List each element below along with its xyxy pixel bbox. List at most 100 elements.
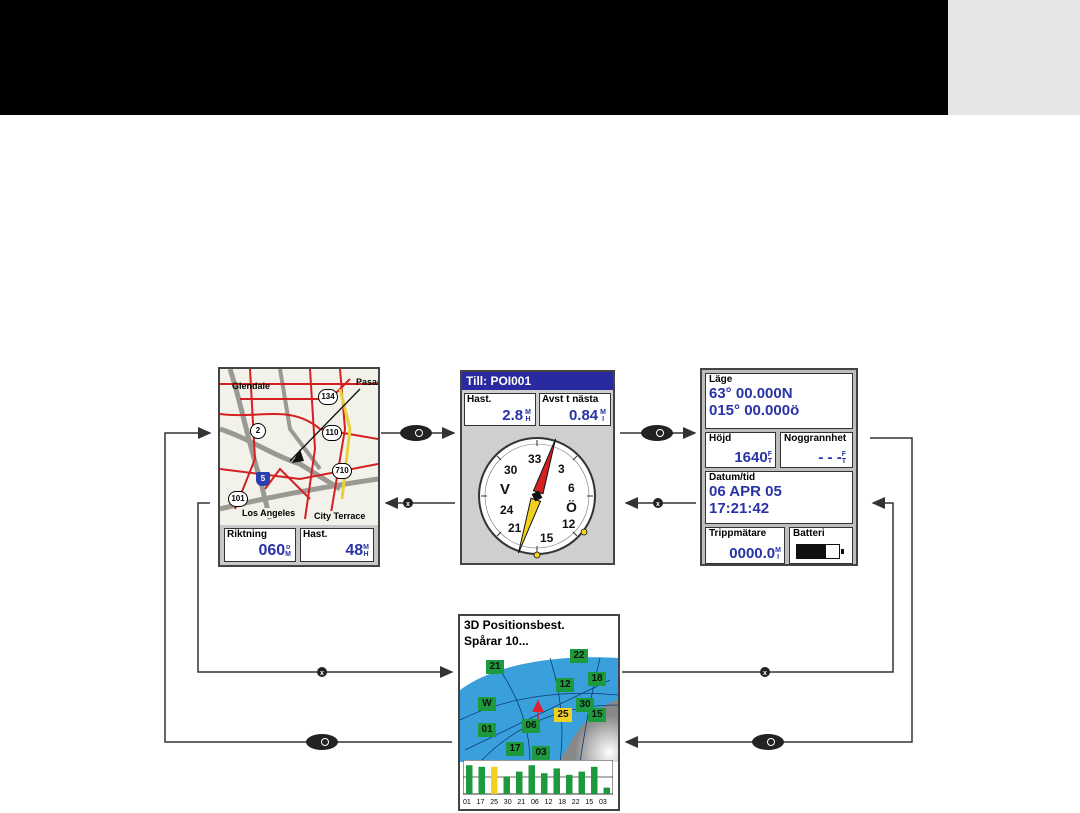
signal-bars — [463, 760, 613, 795]
bezel-marker — [580, 528, 588, 536]
signal-bar — [503, 776, 510, 794]
field-label: Batteri — [793, 528, 825, 539]
dial-label: 12 — [562, 517, 576, 531]
header-tab — [948, 0, 1080, 115]
svg-text:x: x — [406, 501, 410, 508]
field-label: Trippmätare — [709, 528, 767, 539]
signal-bar-label: 18 — [558, 799, 566, 806]
quit-button-icon — [317, 667, 327, 677]
quit-button-icon — [403, 498, 413, 508]
field-label: Höjd — [709, 433, 732, 444]
route-shield-710: 710 — [332, 463, 352, 479]
field-label: Datum/tid — [709, 472, 756, 483]
place-label-city-terrace: City Terrace — [314, 511, 366, 521]
satellite-badge: 15 — [588, 708, 606, 722]
dial-label: 33 — [528, 452, 542, 466]
signal-bar — [578, 771, 585, 794]
route-shield-134: 134 — [318, 389, 338, 405]
quit-button-icon — [760, 667, 770, 677]
bezel-marker — [533, 551, 541, 559]
field-datetime: Datum/tid 06 APR 05 17:21:42 — [705, 471, 853, 524]
field-battery: Batteri — [789, 527, 853, 564]
satellite-badge: 25 — [554, 708, 572, 722]
time-value: 17:21:42 — [709, 500, 770, 517]
signal-bar-label: 21 — [517, 799, 526, 806]
signal-bar — [603, 787, 610, 794]
signal-bar — [591, 766, 598, 794]
signal-bar-label: 22 — [571, 799, 580, 806]
satellite-badge: 18 — [588, 672, 606, 686]
gps-status-line: 3D Positionsbest. — [464, 618, 565, 632]
quit-button-icon — [653, 498, 663, 508]
compass-dial: 33 3 30 6 V Ö 24 12 21 15 — [478, 437, 596, 559]
signal-bar — [478, 766, 485, 794]
field-label: Avst t nästa — [542, 394, 599, 405]
signal-bar — [516, 771, 523, 794]
compass-needle — [517, 438, 557, 554]
date-value: 06 APR 05 — [709, 483, 782, 500]
interstate-shield-5: 5 — [256, 472, 270, 486]
route-shield-110: 110 — [322, 425, 342, 441]
satellite-badge: 22 — [570, 649, 588, 663]
gps-tracking-line: Spårar 10... — [464, 634, 529, 648]
field-label: Riktning — [227, 529, 267, 540]
signal-bar — [566, 774, 573, 794]
longitude-value: 015° 00.000ö — [709, 402, 800, 419]
signal-bar-label: 15 — [585, 799, 594, 806]
signal-bar — [553, 768, 560, 794]
field-label: Hast. — [467, 394, 492, 405]
satellite-badge: 06 — [522, 719, 540, 733]
signal-bar — [466, 765, 473, 794]
field-label: Läge — [709, 374, 733, 385]
field-position: Läge 63° 00.000N 015° 00.000ö — [705, 373, 853, 429]
place-label-los-angeles: Los Angeles — [242, 508, 296, 518]
dial-label: 30 — [504, 463, 518, 477]
svg-text:x: x — [320, 670, 324, 677]
place-label-pasadena: Pasadena — [356, 377, 378, 387]
satellite-badge: 12 — [556, 678, 574, 692]
position-marker-icon — [532, 700, 544, 720]
header-bar — [0, 0, 948, 115]
dial-label: 24 — [500, 503, 514, 517]
signal-bar-label: 01 — [463, 799, 471, 806]
battery-icon — [796, 544, 844, 559]
signal-bar-label: 06 — [531, 799, 539, 806]
dial-label: V — [500, 481, 510, 498]
satellite-badge: W — [478, 697, 496, 711]
satellite-badge: 03 — [532, 746, 550, 760]
field-label: Noggrannhet — [784, 433, 847, 444]
signal-bar — [491, 766, 498, 794]
trip-computer-screen: Läge 63° 00.000N 015° 00.000ö Höjd 1640F… — [700, 368, 858, 566]
satellite-badge: 01 — [478, 723, 496, 737]
battery-level — [797, 545, 827, 558]
svg-text:x: x — [656, 501, 660, 508]
svg-text:x: x — [763, 670, 767, 677]
arrow-satellite-to-trip — [622, 497, 894, 673]
signal-bar-label: 12 — [544, 799, 553, 806]
signal-bar-label: 30 — [503, 799, 512, 806]
signal-bar-label: 17 — [476, 799, 485, 806]
dial-label: 21 — [508, 521, 522, 535]
signal-bar — [528, 765, 535, 794]
dial-label: 15 — [540, 531, 554, 545]
route-shield-2: 2 — [250, 423, 266, 439]
signal-bar-label: 25 — [490, 799, 498, 806]
compass-title-bar: Till: POI001 — [462, 372, 613, 390]
